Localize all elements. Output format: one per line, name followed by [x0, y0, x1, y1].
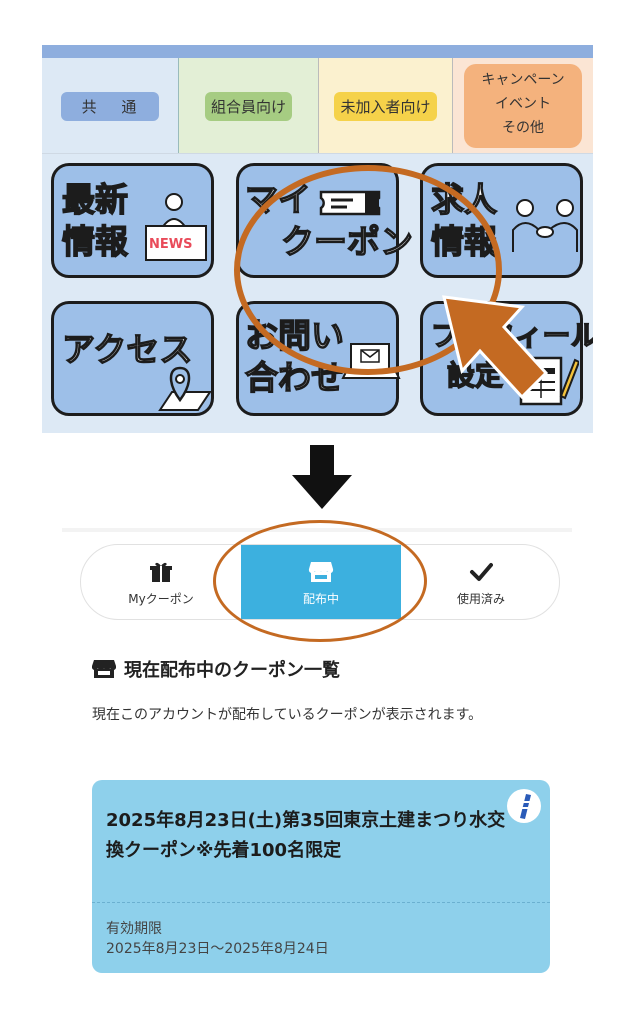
coupon-card[interactable]: 2025年8月23日(土)第35回東京土建まつり水交換クーポン※先着100名限定…	[92, 780, 550, 973]
checkmark-icon	[469, 558, 493, 586]
highlight-ring-my-coupon	[234, 165, 502, 375]
tab-used-label: 使用済み	[456, 591, 505, 606]
coupon-expiry-label: 有効期限	[106, 921, 162, 937]
tab-my-coupon[interactable]: Myクーポン	[81, 545, 241, 619]
handshake-icon	[512, 199, 578, 252]
down-arrow-icon	[292, 445, 352, 509]
news-badge: NEWS	[149, 237, 192, 252]
tab-campaign[interactable]: キャンペーン イベント その他	[452, 58, 593, 154]
union-logo-icon	[507, 789, 541, 823]
tab-divider	[42, 153, 593, 154]
coupon-list-description: 現在このアカウントが配布しているクーポンが表示されます。	[92, 707, 483, 723]
tile-access-line-1: アクセス	[61, 329, 193, 369]
tab-non-members-label: 未加入者向け	[334, 91, 437, 121]
store-icon	[92, 660, 116, 678]
tab-my-coupon-label: Myクーポン	[128, 591, 194, 606]
tile-news-line-2: 情報	[61, 221, 128, 261]
tab-common[interactable]: 共 通	[42, 58, 178, 154]
tile-access[interactable]: アクセス	[51, 301, 214, 416]
app-menu-screenshot: 共 通 組合員向け 未加入者向け キャンペーン イベント その他 最新 情報 N…	[42, 45, 593, 433]
tile-news-line-1: 最新	[61, 179, 128, 219]
tab-campaign-line-2: イベント	[495, 96, 551, 112]
coupon-card-separator	[92, 902, 550, 903]
gift-icon	[149, 558, 173, 586]
tab-members[interactable]: 組合員向け	[178, 58, 318, 154]
map-pin-icon	[158, 366, 212, 411]
tab-common-label: 共 通	[61, 91, 159, 121]
tab-campaign-label: キャンペーン イベント その他	[464, 64, 582, 148]
pointer-arrow-icon	[442, 295, 549, 400]
tab-non-members[interactable]: 未加入者向け	[318, 58, 452, 154]
header-strip	[42, 45, 593, 58]
news-person-icon: NEWS	[145, 193, 207, 261]
tile-latest-news[interactable]: 最新 情報 NEWS	[51, 163, 214, 278]
coupon-list-title-text: 現在配布中のクーポン一覧	[124, 660, 340, 681]
tab-campaign-line-3: その他	[502, 120, 544, 136]
tab-used[interactable]: 使用済み	[401, 545, 559, 619]
highlight-ring-distributing	[213, 520, 427, 642]
tab-campaign-line-1: キャンペーン	[481, 72, 565, 88]
tab-members-label: 組合員向け	[204, 91, 292, 121]
coupon-title: 2025年8月23日(土)第35回東京土建まつり水交換クーポン※先着100名限定	[106, 810, 506, 861]
coupon-list-title: 現在配布中のクーポン一覧	[92, 656, 340, 682]
coupon-expiry-value: 2025年8月23日〜2025年8月24日	[106, 941, 329, 957]
